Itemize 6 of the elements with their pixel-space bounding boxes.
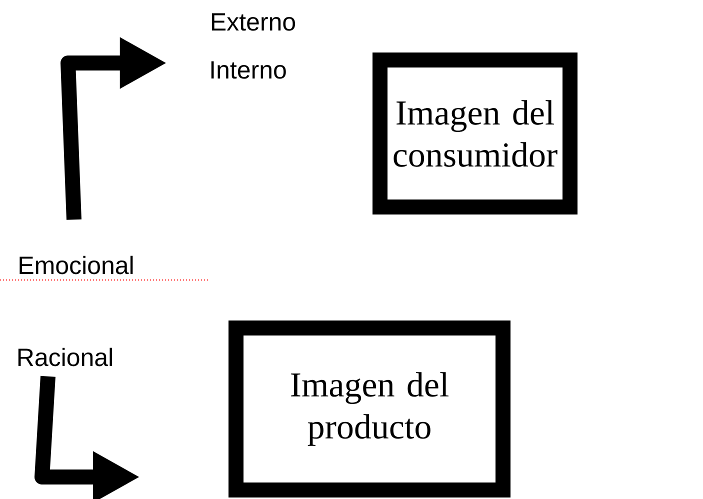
node-label: Interno: [211, 61, 286, 79]
label: Externo: [212, 13, 296, 31]
node-label: Racional: [18, 348, 112, 366]
node-label: Emocional: [20, 256, 133, 274]
image-box: Imagen del consumidor: [372, 52, 578, 214]
image-box: Imagen del producto: [228, 320, 510, 498]
